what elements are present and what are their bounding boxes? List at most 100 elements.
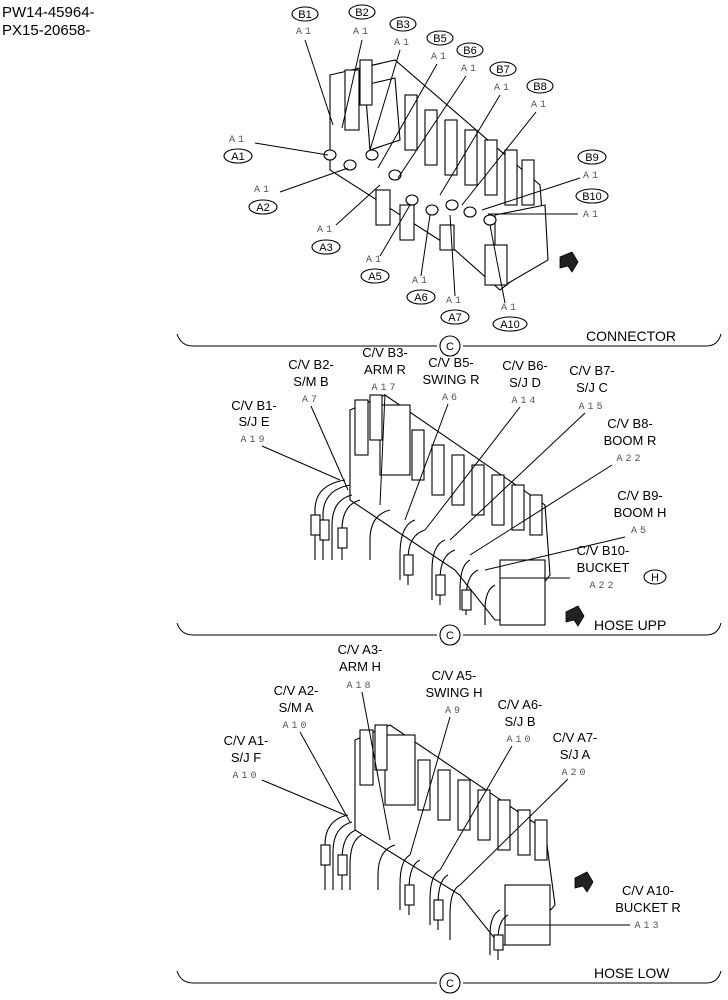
label-cv-b9: C/V B9- BOOM H A5 — [484, 488, 667, 571]
svg-text:S/J B: S/J B — [504, 714, 535, 729]
svg-text:B1: B1 — [298, 9, 311, 21]
spool-row-connector — [344, 59, 535, 206]
svg-text:C/V A1-: C/V A1- — [224, 733, 269, 748]
svg-text:A18: A18 — [346, 681, 373, 692]
label-cv-a10: C/V A10- BUCKET R A13 — [505, 883, 681, 932]
svg-text:C/V A10-: C/V A10- — [622, 883, 674, 898]
svg-text:B3: B3 — [396, 19, 409, 31]
svg-text:A1: A1 — [353, 27, 371, 38]
svg-text:A5: A5 — [368, 271, 381, 283]
a-tag-a3: A1 A3 — [311, 184, 381, 255]
svg-text:B8: B8 — [533, 81, 546, 93]
svg-text:A6: A6 — [442, 393, 460, 404]
svg-text:A1: A1 — [431, 52, 449, 63]
svg-text:S/M B: S/M B — [293, 374, 328, 389]
b-tag-b9: B9 A1 — [481, 149, 607, 211]
svg-text:A3: A3 — [319, 242, 332, 254]
hose-low-label: HOSE LOW — [594, 965, 670, 981]
svg-text:A10: A10 — [282, 721, 309, 732]
spool-row-hose-low — [359, 724, 548, 861]
svg-text:S/J F: S/J F — [231, 750, 261, 765]
label-cv-b8: C/V B8- BOOM R A22 — [469, 416, 657, 556]
svg-text:A19: A19 — [240, 435, 267, 446]
label-cv-a5: C/V A5- SWING H A9 — [409, 668, 483, 856]
svg-text:A1: A1 — [583, 210, 601, 221]
svg-text:BOOM R: BOOM R — [604, 433, 657, 448]
svg-text:A14: A14 — [511, 396, 538, 407]
label-cv-b1: C/V B1- S/J E A19 — [231, 398, 341, 481]
svg-text:A15: A15 — [578, 402, 605, 413]
label-cv-b2: C/V B2- S/M B A7 — [288, 357, 349, 491]
svg-text:A5: A5 — [631, 526, 649, 537]
svg-text:C: C — [446, 630, 454, 642]
svg-text:BUCKET: BUCKET — [577, 560, 630, 575]
svg-text:B9: B9 — [585, 152, 598, 164]
label-cv-b5: C/V B5- SWING R A6 — [404, 355, 480, 521]
circle-c-marker — [439, 335, 461, 357]
svg-text:B7: B7 — [496, 64, 509, 76]
svg-text:A1: A1 — [531, 100, 549, 111]
svg-text:C/V A2-: C/V A2- — [274, 683, 319, 698]
svg-text:B5: B5 — [433, 33, 446, 45]
a-tag-a10: A1 A10 — [489, 224, 528, 332]
svg-text:BUCKET R: BUCKET R — [615, 900, 681, 915]
b-tag-b3: B3 A1 — [369, 16, 417, 151]
svg-text:A1: A1 — [501, 303, 519, 314]
svg-text:C: C — [446, 341, 454, 353]
svg-text:A7: A7 — [302, 395, 320, 406]
header-line-2: PX15-20658- — [2, 22, 91, 39]
svg-text:A10: A10 — [506, 735, 533, 746]
svg-text:A1: A1 — [494, 83, 512, 94]
svg-text:A22: A22 — [616, 454, 643, 465]
svg-text:BOOM H: BOOM H — [614, 505, 667, 520]
svg-text:A22: A22 — [589, 581, 616, 592]
svg-text:A1: A1 — [412, 276, 430, 287]
svg-text:C/V B6-: C/V B6- — [502, 358, 548, 373]
hose-upp-section: H C/V B1- S/J E A19 C/V B2- S/M B A7 C/V… — [176, 345, 722, 646]
connector-bracket: C CONNECTOR — [176, 328, 722, 357]
hose-low-bracket: C HOSE LOW — [176, 965, 722, 994]
connector-section: B1 A1 B2 A1 B3 A1 B5 A1 B6 A1 — [176, 4, 722, 357]
svg-text:H: H — [651, 572, 659, 584]
connector-label: CONNECTOR — [586, 328, 676, 344]
b-tag-b8: B8 A1 — [461, 78, 554, 206]
svg-text:B2: B2 — [355, 7, 368, 19]
svg-text:A10: A10 — [500, 319, 520, 331]
svg-text:C/V A5-: C/V A5- — [432, 668, 477, 683]
svg-text:C/V B5-: C/V B5- — [428, 355, 474, 370]
svg-text:A1: A1 — [366, 255, 384, 266]
svg-text:ARM H: ARM H — [339, 659, 381, 674]
label-cv-a1: C/V A1- S/J F A10 — [224, 733, 346, 816]
svg-text:S/J A: S/J A — [560, 747, 591, 762]
svg-text:A7: A7 — [448, 312, 461, 324]
a-tag-a2: A1 A2 — [248, 167, 349, 215]
svg-text:A1: A1 — [254, 185, 272, 196]
svg-text:C/V B9-: C/V B9- — [617, 488, 663, 503]
b-tag-b1: B1 A1 — [291, 6, 334, 126]
svg-text:C/V B1-: C/V B1- — [231, 398, 277, 413]
hose-upp-label: HOSE UPP — [594, 617, 666, 633]
valve-body-hose-upp — [349, 394, 551, 626]
label-cv-b7: C/V B7- S/J C A15 — [449, 363, 615, 541]
circle-c-marker — [439, 972, 461, 994]
label-cv-a2: C/V A2- S/M A A10 — [274, 683, 351, 823]
svg-text:C/V B10-: C/V B10- — [577, 543, 630, 558]
svg-text:C/V A7-: C/V A7- — [553, 730, 598, 745]
label-cv-a6: C/V A6- S/J B A10 — [439, 697, 543, 871]
hose-low-section: C/V A1- S/J F A10 C/V A2- S/M A A10 C/V … — [176, 642, 722, 994]
svg-text:C/V B3-: C/V B3- — [362, 345, 408, 360]
svg-text:C/V B7-: C/V B7- — [569, 363, 615, 378]
svg-text:B6: B6 — [463, 45, 476, 57]
svg-text:C/V B2-: C/V B2- — [288, 357, 334, 372]
h-marker: H — [643, 569, 667, 585]
svg-text:C/V A3-: C/V A3- — [338, 642, 383, 657]
svg-text:A1: A1 — [394, 38, 412, 49]
b-tag-b7: B7 A1 — [439, 61, 517, 196]
direction-arrow-icon — [574, 871, 594, 893]
svg-text:A9: A9 — [445, 706, 463, 717]
svg-text:ARM R: ARM R — [364, 362, 406, 377]
svg-text:A1: A1 — [296, 27, 314, 38]
hose-lines-upp — [310, 479, 496, 625]
svg-text:C/V A6-: C/V A6- — [498, 697, 543, 712]
circle-c-marker — [439, 624, 461, 646]
